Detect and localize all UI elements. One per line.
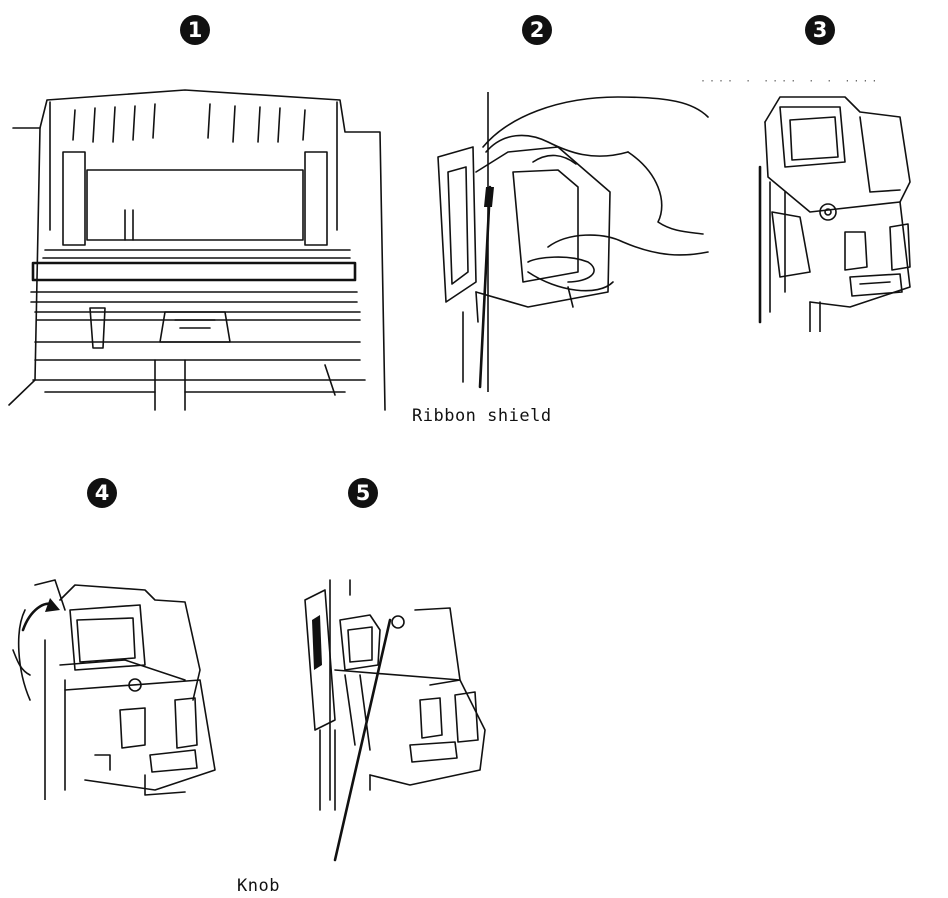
print-head-rotated-illustration (5, 570, 235, 800)
printer-overview-illustration (5, 80, 395, 420)
knob-illustration (290, 570, 500, 870)
step-number-3: 3 (805, 15, 835, 45)
ribbon-shield-callout: Ribbon shield (412, 406, 552, 426)
step-number-5: 5 (348, 478, 378, 508)
step-number-1: 1 (180, 15, 210, 45)
print-head-area-illustration (750, 92, 930, 332)
faint-header-text: ···· · ···· · · ···· (700, 76, 881, 87)
ribbon-shield-removal-illustration (428, 92, 718, 392)
step-number-2: 2 (522, 15, 552, 45)
knob-callout: Knob (237, 876, 280, 896)
step-number-4: 4 (87, 478, 117, 508)
